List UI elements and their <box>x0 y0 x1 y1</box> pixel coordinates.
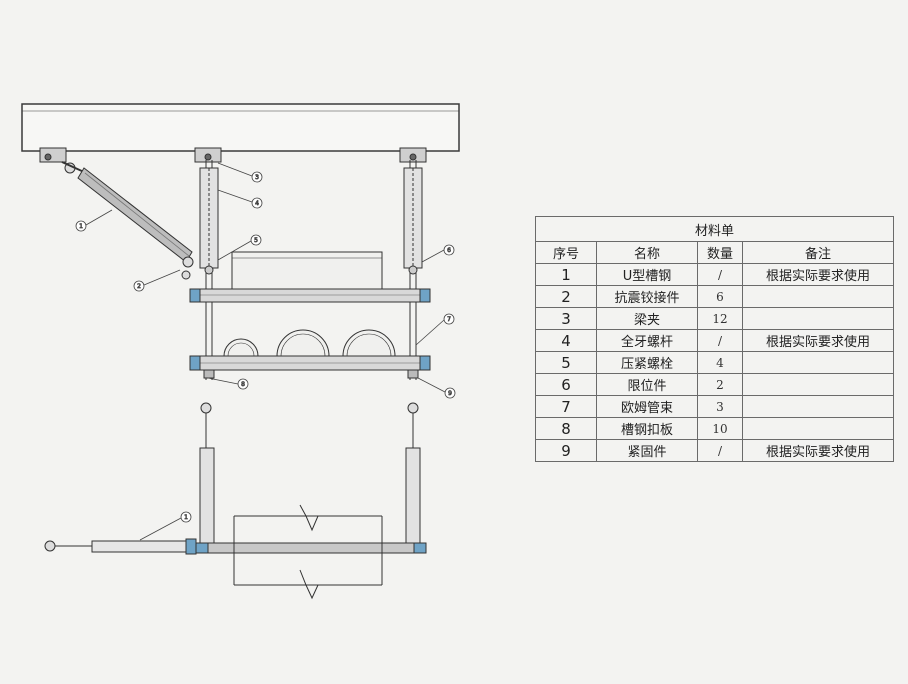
row-remark <box>742 395 894 418</box>
callout-6: 6 <box>447 247 451 254</box>
row-no: 7 <box>535 395 597 418</box>
row-name: 梁夹 <box>596 307 698 330</box>
row-remark: 根据实际要求使用 <box>742 263 894 286</box>
table-row: 3 梁夹 12 <box>535 307 894 330</box>
pipes <box>223 329 396 357</box>
row-name: 压紧螺栓 <box>596 351 698 374</box>
row-no: 8 <box>535 417 597 440</box>
table-row: 4 全牙螺杆 / 根据实际要求使用 <box>535 329 894 352</box>
structural-beam <box>21 103 460 152</box>
header-no: 序号 <box>535 241 597 264</box>
row-qty: / <box>697 439 743 462</box>
vertical-rods <box>199 160 423 380</box>
row-name: 欧姆管束 <box>596 395 698 418</box>
row-qty: 4 <box>697 351 743 374</box>
row-qty: / <box>697 329 743 352</box>
row-remark: 根据实际要求使用 <box>742 329 894 352</box>
row-name: 全牙螺杆 <box>596 329 698 352</box>
upper-channel <box>189 288 431 303</box>
table-row: 8 槽钢扣板 10 <box>535 417 894 440</box>
table-row: 5 压紧螺栓 4 <box>535 351 894 374</box>
row-no: 3 <box>535 307 597 330</box>
table-row: 6 限位件 2 <box>535 373 894 396</box>
side-view-assembly <box>44 402 427 600</box>
row-name: 紧固件 <box>596 439 698 462</box>
row-name: U型槽钢 <box>596 263 698 286</box>
duct-box <box>231 251 383 291</box>
materials-table: 材料单 序号 名称 数量 备注 1 U型槽钢 / 根据实际要求使用 2 抗震铰接… <box>535 216 894 462</box>
row-no: 5 <box>535 351 597 374</box>
row-name: 槽钢扣板 <box>596 417 698 440</box>
row-remark <box>742 351 894 374</box>
table-row: 2 抗震铰接件 6 <box>535 285 894 308</box>
table-row: 9 紧固件 / 根据实际要求使用 <box>535 439 894 462</box>
row-no: 4 <box>535 329 597 352</box>
header-qty: 数量 <box>697 241 743 264</box>
beam-clamps <box>39 147 427 163</box>
callout-4: 4 <box>255 200 259 207</box>
row-name: 限位件 <box>596 373 698 396</box>
header-name: 名称 <box>596 241 698 264</box>
row-qty: 10 <box>697 417 743 440</box>
row-remark <box>742 285 894 308</box>
row-no: 1 <box>535 263 597 286</box>
table-title: 材料单 <box>535 216 894 242</box>
row-name: 抗震铰接件 <box>596 285 698 308</box>
row-no: 6 <box>535 373 597 396</box>
callout-8: 8 <box>241 381 245 388</box>
row-qty: 3 <box>697 395 743 418</box>
row-no: 2 <box>535 285 597 308</box>
callout-1-side: 1 <box>184 514 188 521</box>
row-qty: / <box>697 263 743 286</box>
row-remark: 根据实际要求使用 <box>742 439 894 462</box>
row-no: 9 <box>535 439 597 462</box>
row-qty: 6 <box>697 285 743 308</box>
table-row: 7 欧姆管束 3 <box>535 395 894 418</box>
callout-5: 5 <box>254 237 258 244</box>
lower-channel <box>189 355 431 379</box>
callout-1: 1 <box>79 223 83 230</box>
callout-7: 7 <box>447 316 451 323</box>
row-remark <box>742 417 894 440</box>
callout-2: 2 <box>137 283 141 290</box>
table-row: 1 U型槽钢 / 根据实际要求使用 <box>535 263 894 286</box>
diagonal-brace <box>61 161 194 280</box>
callout-3: 3 <box>255 174 259 181</box>
row-remark <box>742 307 894 330</box>
callout-9: 9 <box>448 390 452 397</box>
callouts: 1 2 3 4 5 6 7 8 9 1 <box>75 162 456 541</box>
row-qty: 2 <box>697 373 743 396</box>
row-qty: 12 <box>697 307 743 330</box>
header-remark: 备注 <box>742 241 894 264</box>
row-remark <box>742 373 894 396</box>
